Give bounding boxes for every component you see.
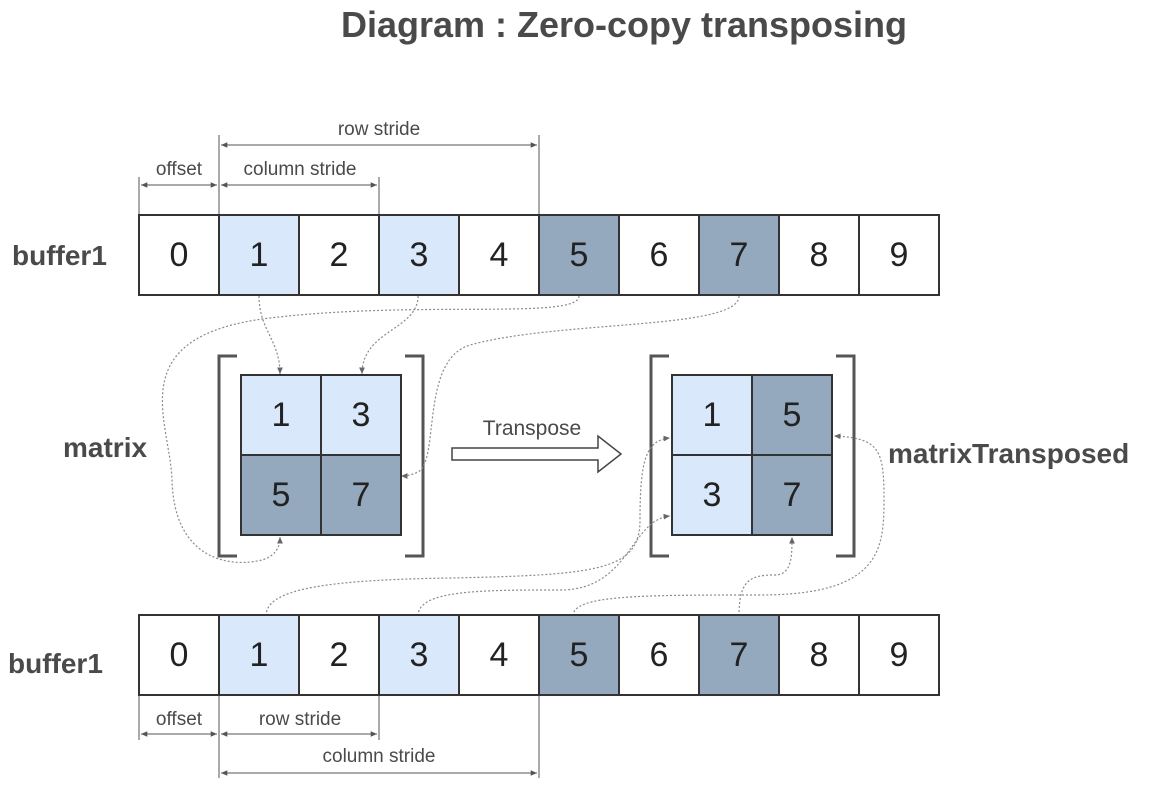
transpose-arrow-icon (451, 434, 623, 474)
matrix-transposed-cell-7: 7 (751, 454, 833, 536)
matrix-transposed-label: matrixTransposed (888, 438, 1130, 469)
matrix-transposed-cell-5: 5 (751, 374, 833, 456)
bottom-offset-label: offset (155, 709, 203, 730)
buffer-bottom-cell-9: 9 (858, 614, 940, 696)
buffer-top-label: buffer1 (12, 240, 107, 271)
connectors-to-matrix (161, 295, 740, 563)
buffer-bottom-cell-4: 4 (458, 614, 540, 696)
top-dimensions (138, 135, 540, 216)
matrix-cell-3: 3 (320, 374, 402, 456)
connector-t7 (738, 536, 795, 617)
connector-t1 (265, 435, 671, 617)
connectors-to-transposed (265, 433, 885, 617)
page-title: Diagram : Zero-copy transposing (340, 4, 908, 45)
matrix-transposed-left-bracket (649, 354, 669, 558)
connector-t3 (417, 513, 671, 617)
buffer-top-cell-9: 9 (858, 214, 940, 296)
buffer-top-cell-2: 2 (298, 214, 380, 296)
matrix-transposed-cell-1: 1 (671, 374, 753, 456)
connector-1 (258, 295, 283, 375)
buffer-bottom-cell-2: 2 (298, 614, 380, 696)
buffer-top-cell-1: 1 (218, 214, 300, 296)
matrix-brackets (217, 354, 856, 558)
bottom-dimensions (138, 695, 540, 778)
buffer-top-cell-6: 6 (618, 214, 700, 296)
connector-7 (400, 295, 740, 479)
transpose-label: Transpose (482, 417, 582, 440)
buffer-top-cell-7: 7 (698, 214, 780, 296)
bottom-column-stride-label: column stride (322, 746, 436, 767)
buffer-bottom-label: buffer1 (8, 648, 103, 679)
connector-5 (161, 295, 580, 563)
buffer-top-cell-8: 8 (778, 214, 860, 296)
top-column-stride-label: column stride (243, 159, 357, 180)
buffer-bottom-cell-8: 8 (778, 614, 860, 696)
buffer-top-cell-4: 4 (458, 214, 540, 296)
buffer-top-cell-0: 0 (138, 214, 220, 296)
matrix-cell-1: 1 (240, 374, 322, 456)
connector-3 (359, 295, 419, 375)
top-offset-label: offset (155, 159, 203, 180)
buffer-bottom-cell-5: 5 (538, 614, 620, 696)
bottom-row-stride-label: row stride (258, 709, 342, 730)
buffer-bottom-cell-3: 3 (378, 614, 460, 696)
matrix-label: matrix (63, 432, 148, 463)
matrix-transposed-right-bracket (836, 354, 856, 558)
top-row-stride-label: row stride (337, 119, 421, 140)
buffer-bottom-cell-6: 6 (618, 614, 700, 696)
buffer-top-cell-3: 3 (378, 214, 460, 296)
buffer-bottom-cell-1: 1 (218, 614, 300, 696)
buffer-top-cell-5: 5 (538, 214, 620, 296)
buffer-bottom-cell-0: 0 (138, 614, 220, 696)
buffer-bottom-cell-7: 7 (698, 614, 780, 696)
matrix-right-bracket (405, 354, 425, 558)
matrix-left-bracket (217, 354, 237, 558)
matrix-cell-7: 7 (320, 454, 402, 536)
matrix-cell-5: 5 (240, 454, 322, 536)
matrix-transposed-cell-3: 3 (671, 454, 753, 536)
